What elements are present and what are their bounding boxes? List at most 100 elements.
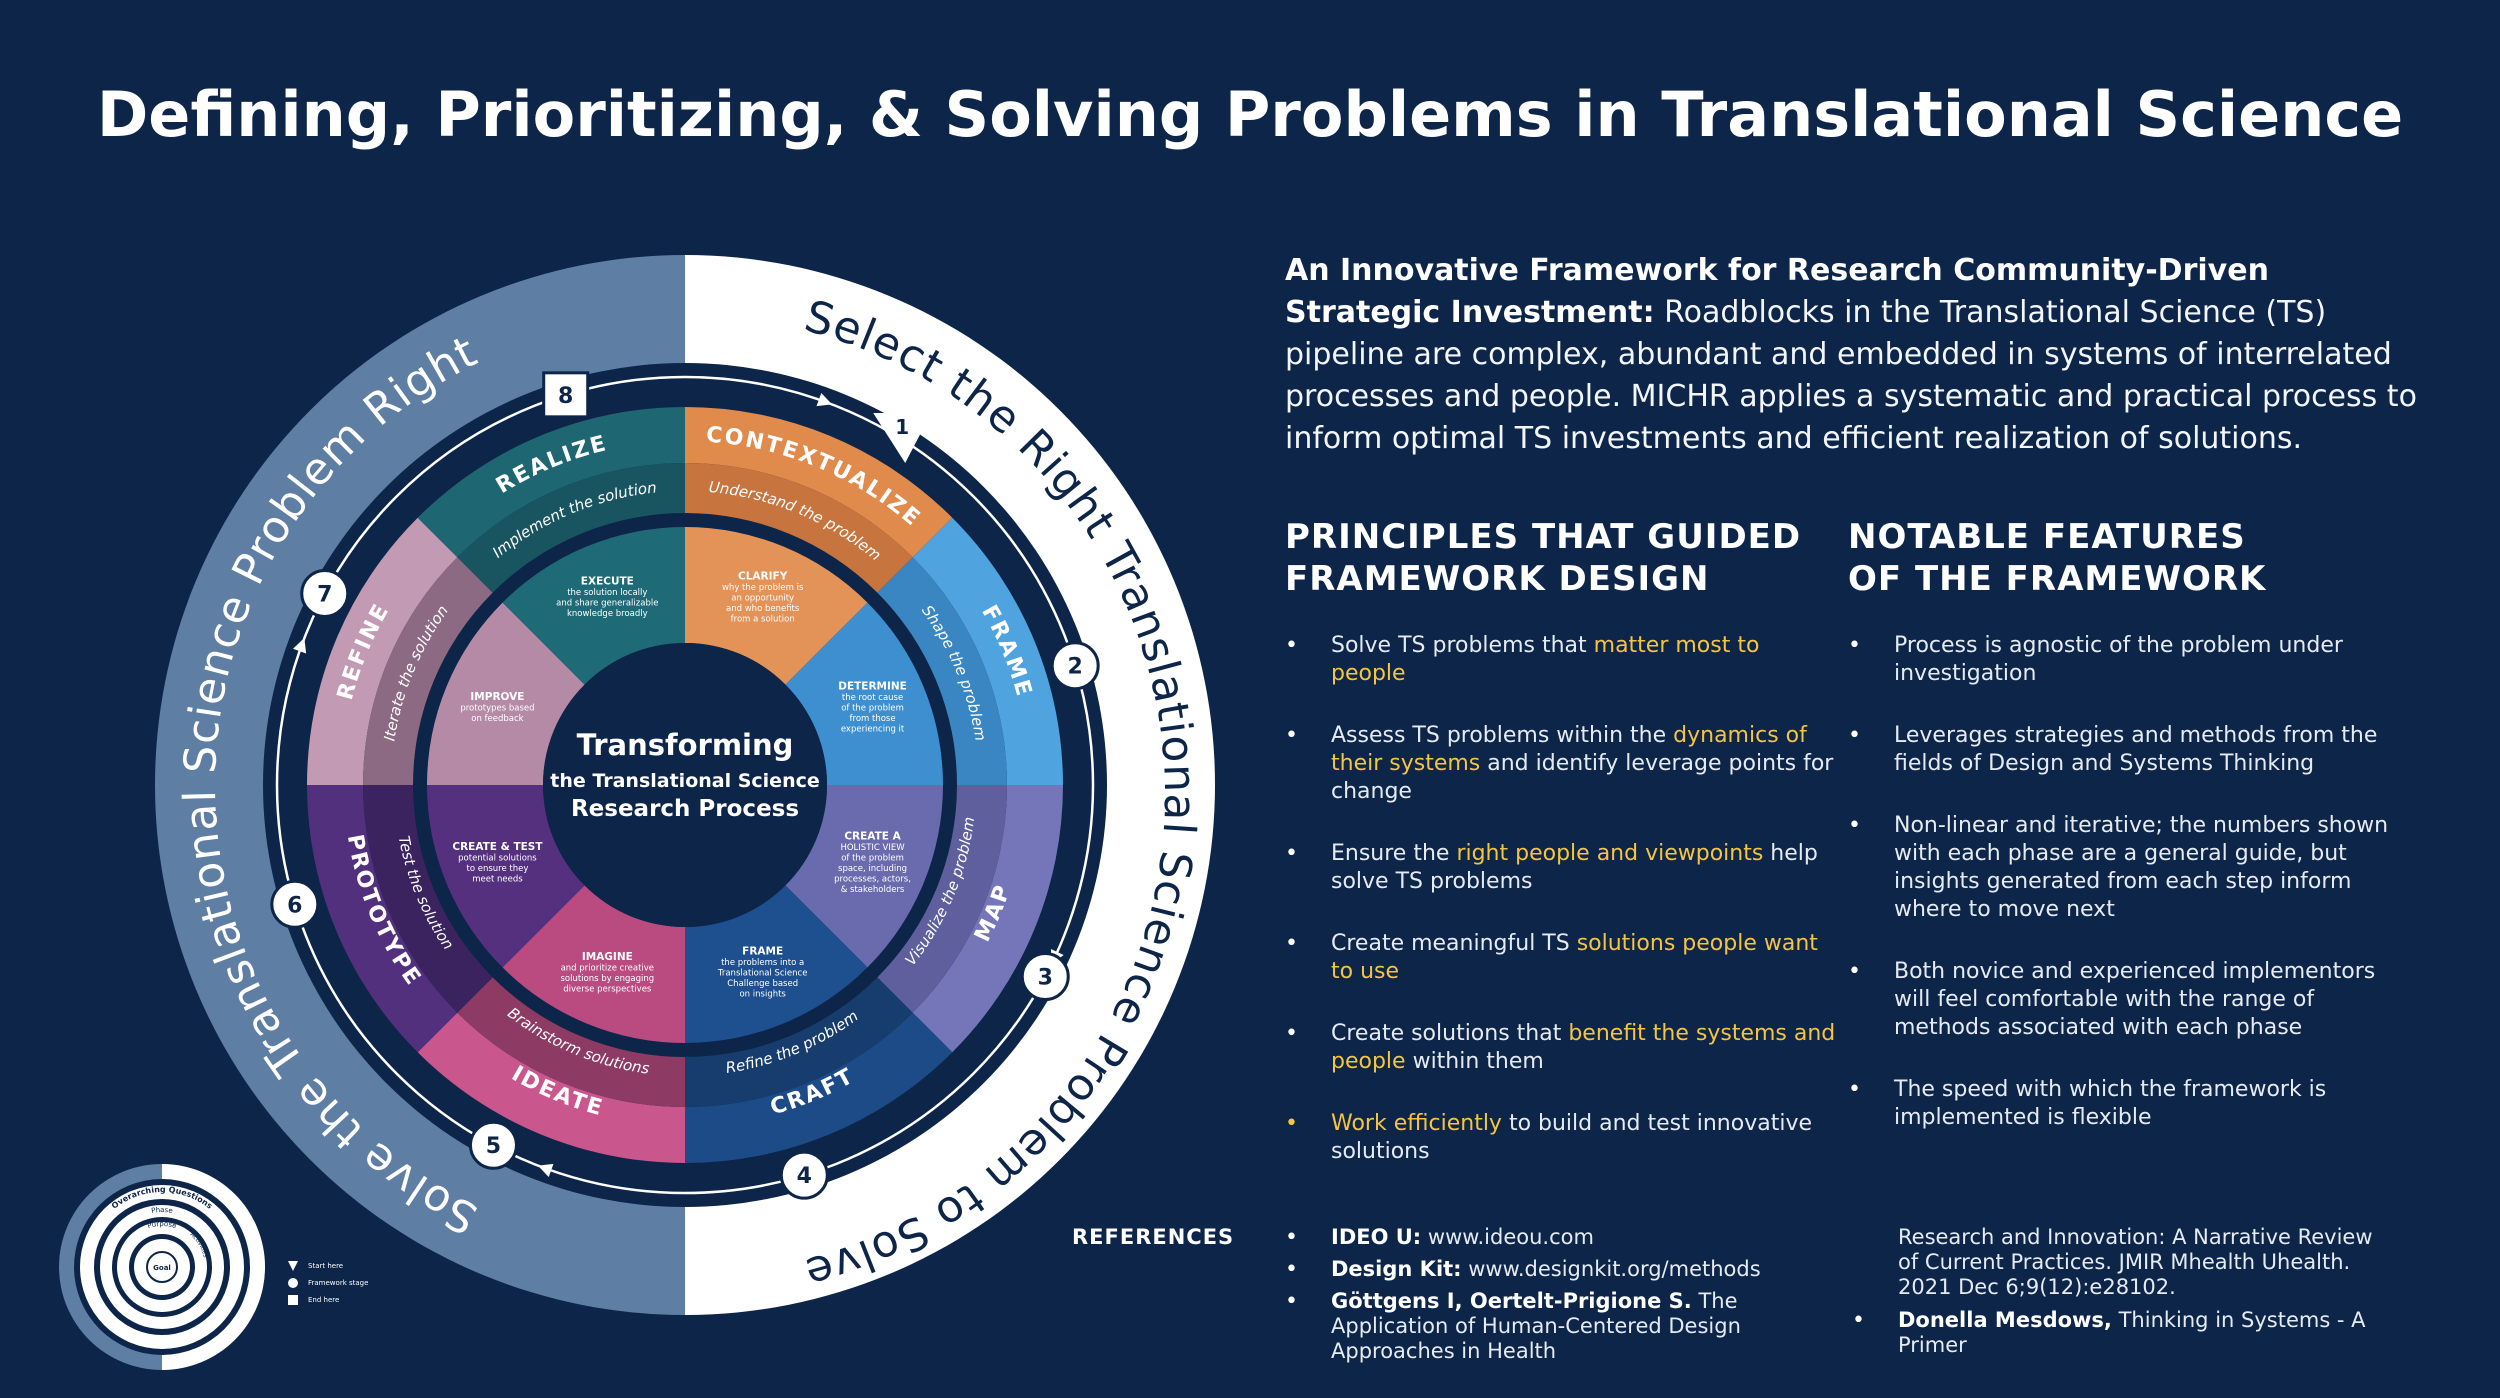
phase-band-refine	[307, 517, 458, 785]
feature-item: Leverages strategies and methods from th…	[1848, 722, 2408, 778]
activity-line: Challenge based	[727, 979, 798, 989]
reference-item: Donella Mesdows, Thinking in Systems - A…	[1852, 1308, 2392, 1358]
activity-line: on insights	[739, 990, 786, 1000]
activity-band-frame	[785, 602, 943, 785]
wheel-center: Transforming the Translational Science R…	[543, 643, 827, 927]
reference-source: Donella Mesdows,	[1898, 1308, 2112, 1332]
svg-text:Phase: Phase	[151, 1206, 174, 1215]
wheel-segments	[307, 407, 1063, 1163]
legend-key: Start here Framework stage End here	[288, 1258, 368, 1309]
legend-key-label: End here	[308, 1296, 340, 1304]
activity-title: IMPROVE	[470, 691, 524, 703]
principle-text: Create solutions that	[1331, 1021, 1569, 1046]
phase-number: 8	[558, 384, 573, 409]
legend-core: Goal	[153, 1264, 171, 1272]
reference-detail: Thinking in Systems - A Primer	[1898, 1308, 2366, 1357]
activity-line: prototypes based	[460, 703, 534, 713]
purpose-band-prototype	[363, 785, 493, 1013]
phase-band-craft	[685, 1012, 953, 1163]
flow-arrow-icon	[292, 637, 307, 654]
phase-number: 4	[797, 1164, 812, 1189]
phase-number: 7	[317, 582, 332, 607]
activity-line: solutions by engaging	[560, 974, 654, 984]
legend-key-start: Start here	[288, 1258, 368, 1274]
activity-line: & stakeholders	[841, 885, 905, 895]
principle-highlight: right people and viewpoints	[1456, 841, 1764, 866]
flow-arrow-icon	[537, 1163, 554, 1178]
purpose-band-contextualize	[685, 463, 913, 593]
references-heading: REFERENCES	[1072, 1225, 1235, 1249]
reference-detail: The Application of Human-Centered Design…	[1331, 1289, 1741, 1363]
activity-band-craft	[685, 885, 868, 1043]
principle-text: Assess TS problems within the	[1331, 723, 1674, 748]
activity-line: an opportunity	[731, 593, 794, 603]
center-line-2: the Translational Science	[550, 770, 820, 792]
phase-number: 6	[287, 893, 302, 918]
principle-item: Work efficiently to build and test innov…	[1285, 1110, 1840, 1166]
activity-title: CLARIFY	[738, 570, 788, 582]
center-disc	[543, 643, 827, 927]
principles-list: Solve TS problems that matter most to pe…	[1285, 632, 1840, 1200]
stage-marker-icon	[300, 568, 350, 618]
feature-item: Non-linear and iterative; the numbers sh…	[1848, 812, 2408, 924]
activity-line: experiencing it	[841, 724, 905, 734]
legend-diagram: Overarching Questions Phase Purpose Acti…	[59, 1164, 265, 1370]
purpose-band-frame	[877, 557, 1007, 785]
phase-number: 1	[895, 415, 909, 439]
feature-item: Process is agnostic of the problem under…	[1848, 632, 2408, 688]
end-marker-icon	[542, 371, 590, 419]
activity-line: space, including	[838, 864, 907, 874]
framework-wheel: Solve the Translational Science Problem …	[155, 255, 1215, 1315]
activity-line: of the problem	[841, 853, 904, 863]
principles-heading-line-2: FRAMEWORK DESIGN	[1285, 559, 1710, 599]
activity-line: the problems into a	[721, 958, 804, 968]
flow-arrow-icon	[816, 392, 833, 407]
activity-line: why the problem is	[722, 583, 804, 593]
principle-text: Create meaningful TS	[1331, 931, 1577, 956]
legend-key-stage: Framework stage	[288, 1275, 368, 1291]
activity-band-prototype	[427, 785, 585, 968]
activity-line: and share generalizable	[556, 599, 658, 609]
activity-band-realize	[502, 527, 685, 685]
principle-highlight: benefit the systems and people	[1331, 1021, 1836, 1074]
intro-lead: An Innovative Framework for Research Com…	[1285, 253, 2269, 330]
stage-marker-icon	[468, 1120, 518, 1170]
legend-key-label: Start here	[308, 1262, 344, 1270]
purpose-band-map	[877, 785, 1007, 1013]
reference-continued: Research and Innovation: A Narrative Rev…	[1898, 1225, 2373, 1299]
reference-item: Göttgens I, Oertelt-Prigione S. The Appl…	[1285, 1289, 1845, 1364]
end-marker-icon	[288, 1295, 298, 1305]
activity-line: to ensure they	[467, 864, 529, 874]
principles-heading-line-1: PRINCIPLES THAT GUIDED	[1285, 517, 1802, 557]
purpose-band-craft	[685, 977, 913, 1107]
principle-highlight: dynamics of their systems	[1331, 723, 1807, 776]
stage-marker-icon	[1020, 952, 1070, 1002]
page-title: Defining, Prioritizing, & Solving Proble…	[96, 78, 2404, 151]
features-heading-line-1: NOTABLE FEATURES	[1848, 517, 2246, 557]
activity-line: processes, actors,	[834, 874, 911, 884]
activity-title: EXECUTE	[581, 576, 634, 588]
reference-detail: www.designkit.org/methods	[1461, 1257, 1761, 1281]
legend-ring-phase: Phase	[151, 1206, 174, 1215]
phase-band-prototype	[307, 785, 458, 1053]
center-line-3: Research Process	[571, 796, 799, 822]
legend-ring-purpose: Purpose	[146, 1220, 177, 1230]
features-heading-line-2: OF THE FRAMEWORK	[1848, 559, 2267, 599]
activity-title: IMAGINE	[582, 951, 633, 963]
intro-paragraph: An Innovative Framework for Research Com…	[1285, 250, 2425, 460]
phase-band-contextualize	[685, 407, 953, 558]
activity-line: Translational Science	[717, 969, 808, 979]
activity-line: on feedback	[471, 714, 523, 724]
activity-band-refine	[427, 602, 585, 785]
principle-text: help solve TS problems	[1331, 841, 1818, 894]
principle-item: Ensure the right people and viewpoints h…	[1285, 840, 1840, 896]
purpose-band-realize	[457, 463, 685, 593]
activity-title: FRAME	[742, 946, 783, 958]
legend-key-end: End here	[288, 1292, 368, 1308]
reference-source: Göttgens I, Oertelt-Prigione S.	[1331, 1289, 1692, 1313]
purpose-band-refine	[363, 557, 493, 785]
activity-title: DETERMINE	[838, 680, 907, 692]
principle-highlight: Work efficiently	[1331, 1111, 1502, 1136]
principle-item: Create solutions that benefit the system…	[1285, 1020, 1840, 1076]
